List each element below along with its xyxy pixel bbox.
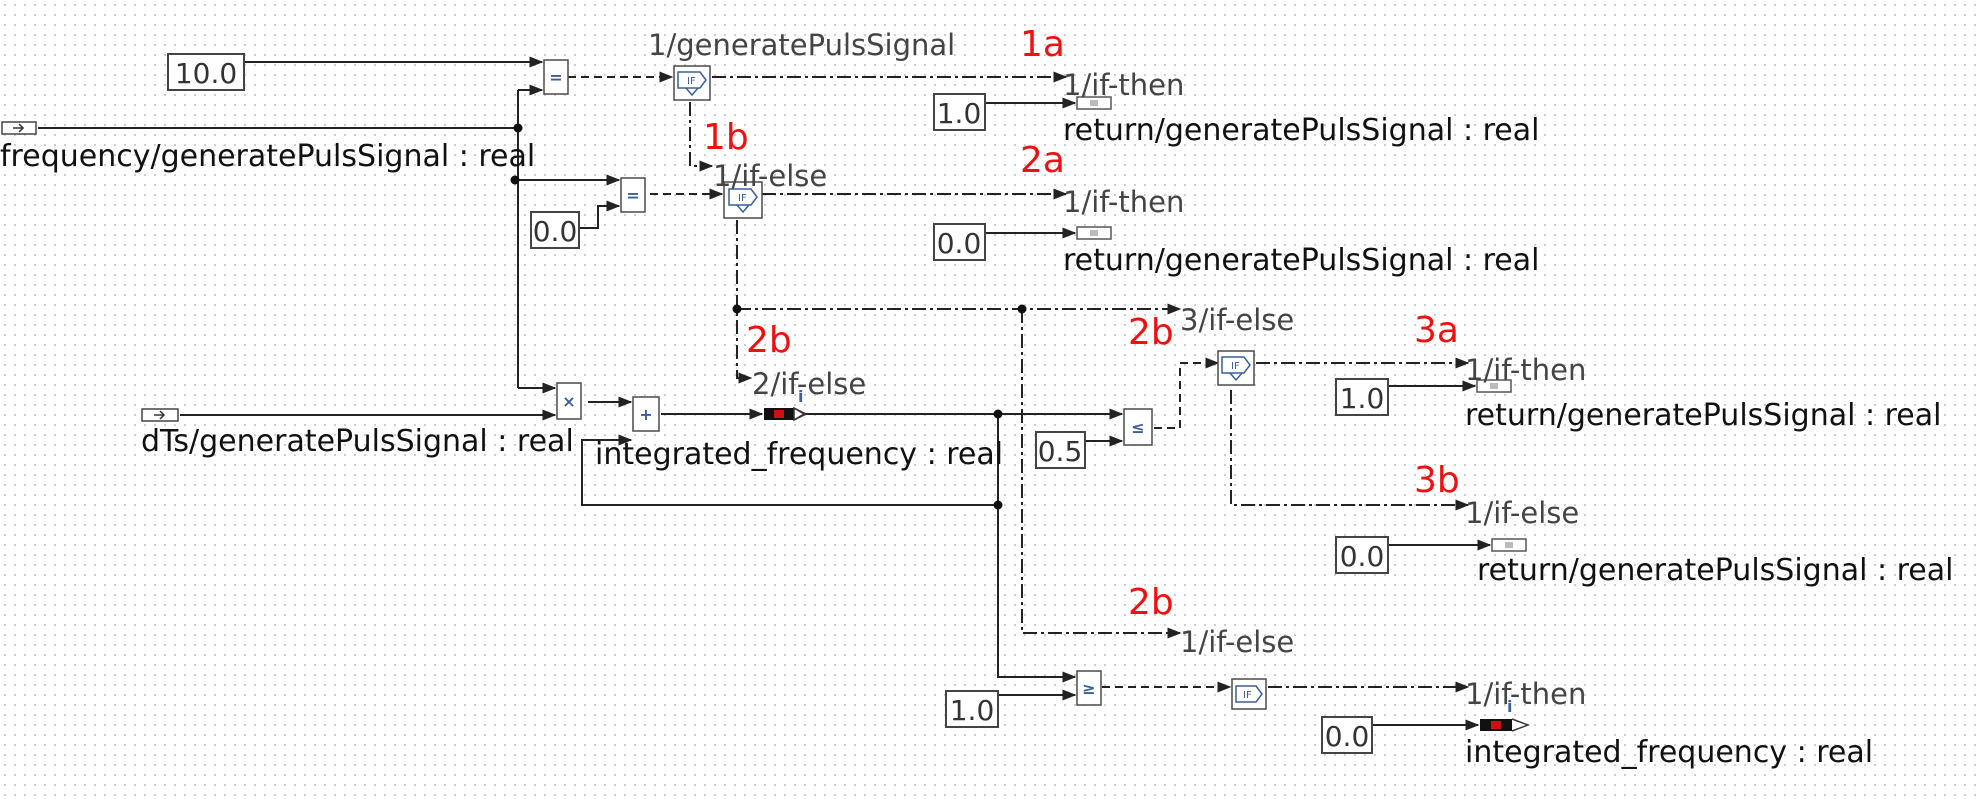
annotation-1b: 1b bbox=[703, 117, 749, 158]
input-port-icon[interactable] bbox=[1, 121, 37, 135]
generate-puls-label: 1/generatePulsSignal bbox=[648, 28, 955, 62]
integrated-frequency-output-label: integrated_frequency : real bbox=[1465, 735, 1873, 770]
multiply-block[interactable]: × bbox=[556, 382, 582, 420]
if-then-label-3: 1/if-then bbox=[1465, 353, 1586, 387]
equals-block-mid[interactable]: = bbox=[620, 177, 646, 213]
equals-symbol: = bbox=[626, 186, 639, 205]
dashed-wires bbox=[568, 71, 1470, 693]
constant-0-top-value: 0.0 bbox=[533, 215, 578, 248]
if-else-label-3: 3/if-else bbox=[1180, 303, 1294, 337]
junction-dots bbox=[510, 123, 1027, 510]
variable-store-icon[interactable] bbox=[1480, 718, 1531, 732]
greater-equal-block[interactable]: ≥ bbox=[1076, 670, 1102, 706]
if-block-2[interactable]: IF bbox=[723, 181, 763, 219]
integrated-frequency-label: integrated_frequency : real bbox=[595, 437, 1003, 472]
if-else-label-2b: 1/if-else bbox=[1180, 625, 1294, 659]
annotation-1a: 1a bbox=[1020, 24, 1065, 65]
if-block-1[interactable]: IF bbox=[673, 65, 711, 101]
if-block-icon bbox=[677, 71, 707, 97]
constant-05-value: 0.5 bbox=[1038, 435, 1083, 468]
constant-0-bottom-value: 0.0 bbox=[1325, 720, 1370, 753]
return-label-4: return/generatePulsSignal : real bbox=[1477, 553, 1953, 588]
dts-input-label: dTs/generatePulsSignal : real bbox=[141, 424, 574, 459]
constant-10-value: 10.0 bbox=[175, 57, 237, 90]
annotation-3b: 3b bbox=[1414, 460, 1460, 501]
less-equal-block[interactable]: ≤ bbox=[1123, 408, 1153, 446]
if-block-icon bbox=[728, 188, 758, 214]
constant-05[interactable]: 0.5 bbox=[1035, 431, 1086, 469]
solid-wires bbox=[38, 56, 1492, 731]
constant-1-r1[interactable]: 1.0 bbox=[933, 93, 986, 131]
constant-1-r3[interactable]: 1.0 bbox=[1335, 378, 1389, 416]
constant-0-top[interactable]: 0.0 bbox=[530, 211, 580, 249]
constant-0-r4[interactable]: 0.0 bbox=[1335, 536, 1389, 574]
equals-symbol: = bbox=[549, 68, 562, 87]
if-then-label-1: 1/if-then bbox=[1063, 68, 1184, 102]
if-block-4[interactable]: IF bbox=[1231, 678, 1267, 710]
variable-store-icon[interactable] bbox=[764, 406, 808, 422]
greater-equal-symbol: ≥ bbox=[1082, 679, 1095, 698]
if-block-icon bbox=[1235, 685, 1263, 703]
if-else-label-1: 1/if-else bbox=[713, 159, 827, 193]
info-icon: i bbox=[1507, 697, 1512, 716]
constant-1-r1-value: 1.0 bbox=[937, 97, 982, 130]
annotation-2b-mid: 2b bbox=[1128, 312, 1174, 353]
if-symbol: IF bbox=[687, 76, 696, 87]
annotation-2b-left: 2b bbox=[746, 320, 792, 361]
output-port-icon[interactable] bbox=[1076, 226, 1112, 240]
if-then-label-2: 1/if-then bbox=[1063, 185, 1184, 219]
input-port-icon[interactable] bbox=[141, 408, 179, 422]
add-symbol: + bbox=[639, 405, 652, 424]
annotation-3a: 3a bbox=[1414, 310, 1459, 351]
if-symbol: IF bbox=[738, 193, 747, 204]
less-equal-symbol: ≤ bbox=[1131, 418, 1144, 437]
constant-0-bottom[interactable]: 0.0 bbox=[1321, 716, 1373, 754]
frequency-input-label: frequency/generatePulsSignal : real bbox=[0, 139, 535, 174]
if-symbol: IF bbox=[1231, 361, 1240, 372]
if-block-3[interactable]: IF bbox=[1217, 350, 1255, 386]
constant-0-r4-value: 0.0 bbox=[1340, 540, 1385, 573]
annotation-2b-bottom: 2b bbox=[1128, 582, 1174, 623]
output-port-icon[interactable] bbox=[1476, 379, 1512, 393]
return-label-2: return/generatePulsSignal : real bbox=[1063, 243, 1539, 278]
if-else-label-2: 2/if-else bbox=[752, 367, 866, 401]
output-port-icon[interactable] bbox=[1491, 538, 1527, 552]
return-label-1: return/generatePulsSignal : real bbox=[1063, 113, 1539, 148]
equals-block-top[interactable]: = bbox=[543, 59, 569, 95]
constant-0-r2-value: 0.0 bbox=[937, 227, 982, 260]
constant-10[interactable]: 10.0 bbox=[167, 53, 245, 91]
multiply-symbol: × bbox=[562, 392, 575, 411]
if-symbol: IF bbox=[1243, 690, 1252, 701]
annotation-2a: 2a bbox=[1020, 140, 1065, 181]
if-then-label-4: 1/if-then bbox=[1465, 677, 1586, 711]
constant-1-r3-value: 1.0 bbox=[1340, 382, 1385, 415]
add-block[interactable]: + bbox=[632, 396, 660, 432]
constant-0-r2[interactable]: 0.0 bbox=[933, 223, 986, 261]
if-else-label-3b: 1/if-else bbox=[1465, 496, 1579, 530]
info-icon: i bbox=[798, 387, 803, 406]
output-port-icon[interactable] bbox=[1076, 96, 1112, 110]
constant-1-bottom[interactable]: 1.0 bbox=[945, 690, 999, 728]
return-label-3: return/generatePulsSignal : real bbox=[1465, 398, 1941, 433]
constant-1-bottom-value: 1.0 bbox=[950, 694, 995, 727]
if-block-icon bbox=[1221, 356, 1251, 382]
